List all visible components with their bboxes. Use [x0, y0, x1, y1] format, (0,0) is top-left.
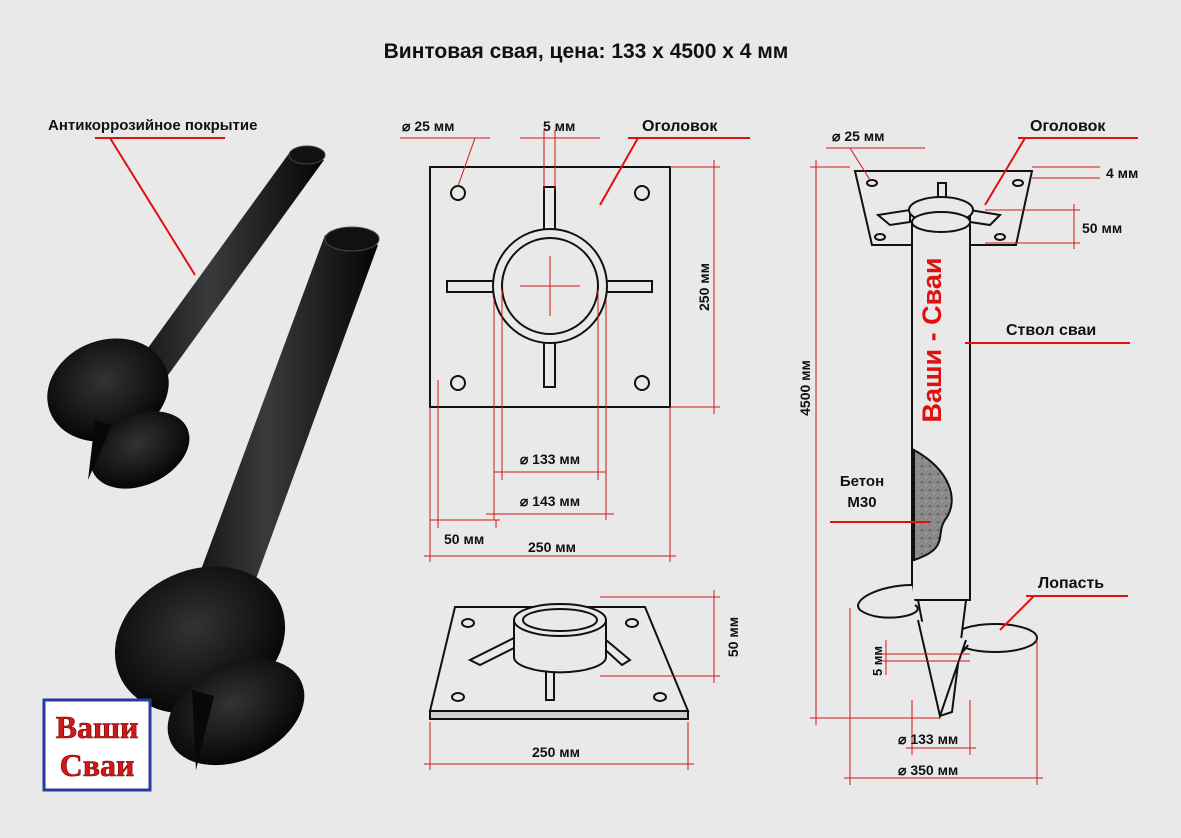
- shaft-label: Ствол сваи: [1006, 322, 1096, 339]
- logo-line2: Сваи: [60, 747, 135, 783]
- side-pipe-dia: ⌀ 133 мм: [898, 731, 958, 747]
- page-title: Винтовая свая, цена: 133 х 4500 х 4 мм: [384, 40, 789, 63]
- logo-line1: Ваши: [56, 709, 139, 745]
- concrete-label-line2: М30: [847, 494, 876, 511]
- top-rib-thickness: 5 мм: [543, 118, 575, 134]
- iso-plate-width: 250 мм: [532, 744, 580, 760]
- side-head-height: 50 мм: [1082, 220, 1122, 236]
- side-plate-thickness: 4 мм: [1106, 165, 1138, 181]
- side-blade-thickness: 5 мм: [870, 646, 885, 676]
- head-top-view: [429, 166, 671, 408]
- top-hole-dia: ⌀ 25 мм: [402, 118, 455, 134]
- top-pipe-inner: ⌀ 133 мм: [520, 451, 580, 467]
- side-head-label: Оголовок: [1030, 118, 1106, 135]
- shaft-brand-text: Ваши - Сваи: [917, 258, 947, 423]
- top-plate-height: 250 мм: [696, 263, 712, 311]
- concrete-label-line1: Бетон: [840, 473, 884, 490]
- pile-side-view: Ваши - Сваи: [853, 170, 1038, 720]
- top-pipe-outer: ⌀ 143 мм: [520, 493, 580, 509]
- head-iso-view: [428, 603, 690, 720]
- blade-label: Лопасть: [1038, 575, 1104, 592]
- brand-logo: Ваши Сваи: [42, 698, 152, 792]
- top-head-label: Оголовок: [642, 118, 718, 135]
- side-hole-dia: ⌀ 25 мм: [832, 128, 885, 144]
- side-blade-dia: ⌀ 350 мм: [898, 762, 958, 778]
- coating-label: Антикоррозийное покрытие: [48, 117, 257, 134]
- top-plate-width: 250 мм: [528, 539, 576, 555]
- side-length: 4500 мм: [797, 360, 813, 416]
- top-hole-offset: 50 мм: [444, 531, 484, 547]
- coating-leader: [109, 137, 196, 276]
- iso-head-height: 50 мм: [725, 617, 741, 657]
- pile-photo: [47, 145, 380, 770]
